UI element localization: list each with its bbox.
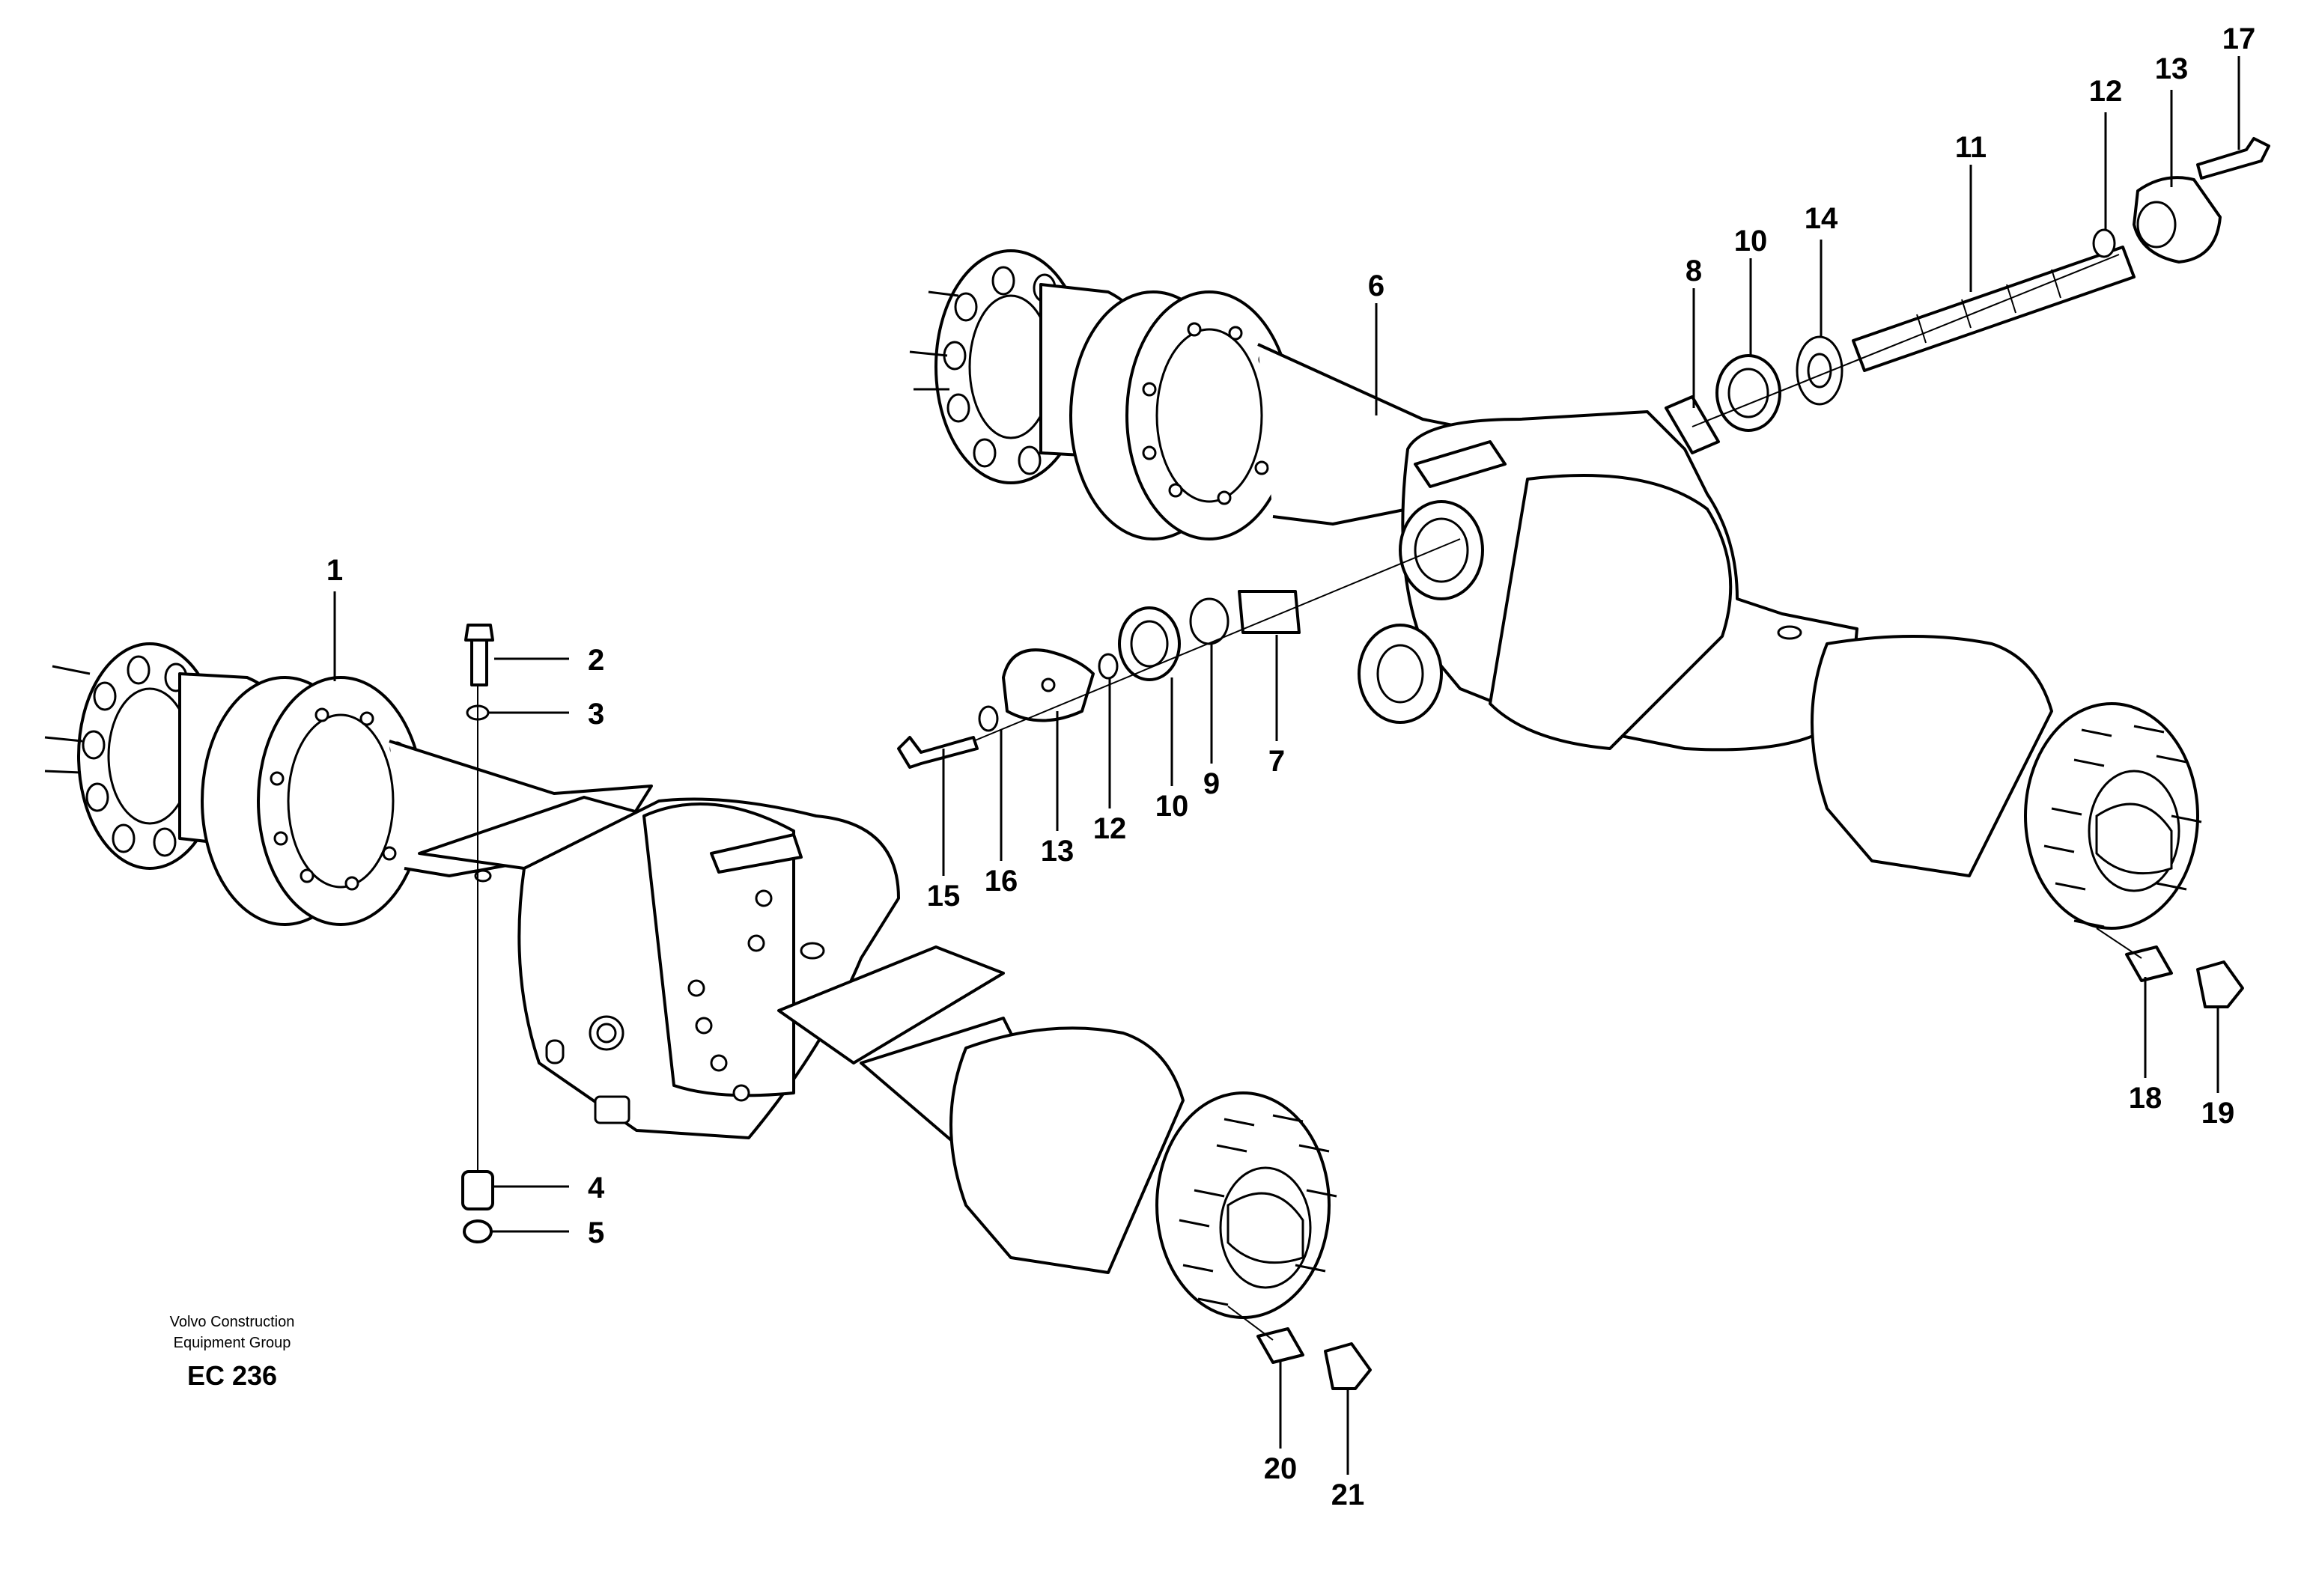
nut-21 xyxy=(1324,1342,1372,1390)
spacer-4 xyxy=(461,1170,494,1210)
loose-parts xyxy=(461,137,2270,1390)
title-block: Volvo Construction Equipment Group EC 23… xyxy=(170,1314,295,1391)
nut-5 xyxy=(463,1219,493,1243)
callout-labels: 1 2 3 4 5 6 7 8 9 10 10 11 12 12 13 13 1… xyxy=(326,22,2255,1511)
callout-10-upper: 10 xyxy=(1734,225,1768,258)
callout-7: 7 xyxy=(1268,745,1285,778)
maker-line-2: Equipment Group xyxy=(174,1335,291,1351)
callout-12-upper: 12 xyxy=(2089,75,2123,108)
callout-4: 4 xyxy=(588,1172,605,1204)
screw-17 xyxy=(2196,137,2270,180)
bushing-8 xyxy=(1665,395,1720,454)
maker-line-1: Volvo Construction xyxy=(170,1314,295,1330)
callout-14: 14 xyxy=(1805,202,1838,235)
callout-6: 6 xyxy=(1368,269,1384,302)
bolt-2 xyxy=(464,624,494,686)
callout-16: 16 xyxy=(985,865,1018,898)
callout-5: 5 xyxy=(588,1216,604,1249)
callout-20: 20 xyxy=(1264,1452,1298,1485)
callout-3: 3 xyxy=(588,698,604,731)
leader-lines xyxy=(333,56,2240,1475)
callout-13-lower: 13 xyxy=(1041,835,1075,868)
callout-15: 15 xyxy=(927,880,961,913)
nut-19 xyxy=(2196,960,2244,1008)
washer-16 xyxy=(978,705,999,732)
bushing-7 xyxy=(1238,590,1301,634)
callout-19: 19 xyxy=(2201,1097,2235,1130)
callout-11: 11 xyxy=(1955,131,1987,164)
front-axle-assembly xyxy=(44,642,1337,1319)
o-ring-12-lower xyxy=(1098,653,1119,680)
o-ring-12-upper xyxy=(2092,228,2116,258)
callout-17: 17 xyxy=(2222,22,2256,55)
assembly-axis-lines xyxy=(477,254,2142,1341)
callout-8: 8 xyxy=(1686,255,1702,287)
drawing-code: EC 236 xyxy=(187,1360,277,1391)
callout-10-lower: 10 xyxy=(1155,790,1189,823)
screw-15 xyxy=(897,736,979,769)
callout-13-upper: 13 xyxy=(2155,52,2189,85)
callout-12-lower: 12 xyxy=(1093,812,1127,845)
callout-21: 21 xyxy=(1331,1478,1365,1511)
callout-9: 9 xyxy=(1203,767,1220,800)
callout-1: 1 xyxy=(326,554,343,587)
callout-18: 18 xyxy=(2129,1082,2162,1115)
rear-axle-assembly xyxy=(909,249,2202,930)
pin-11 xyxy=(1852,246,2136,372)
callout-2: 2 xyxy=(588,644,604,677)
